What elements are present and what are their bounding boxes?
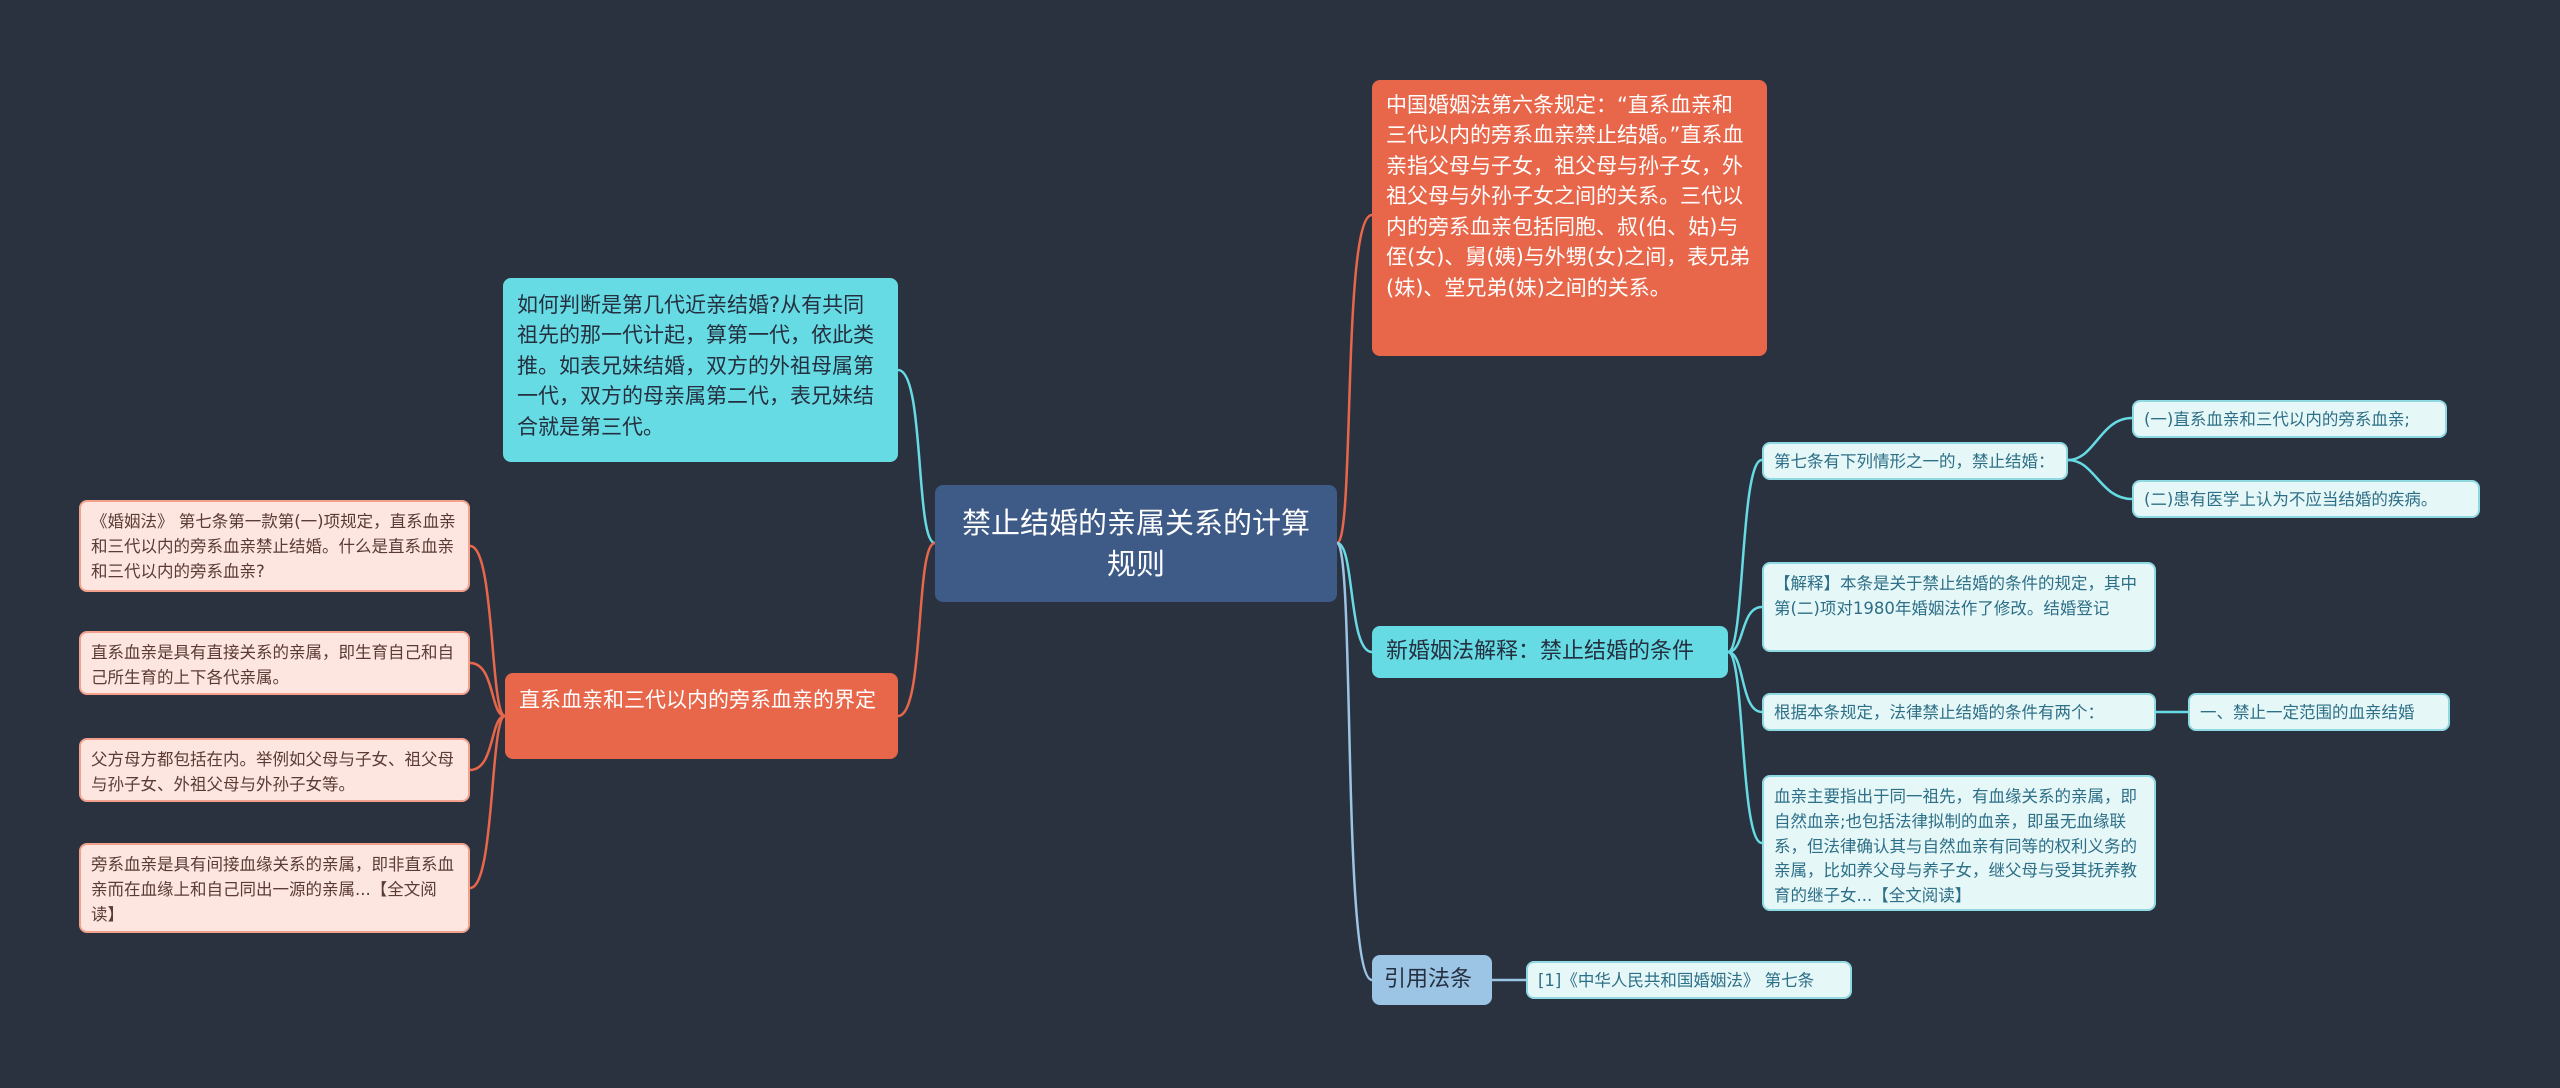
link-define-c1 [469, 544, 507, 718]
link-define-c2 [469, 661, 506, 718]
interpret-node[interactable]: 新婚姻法解释：禁止结婚的条件 [1372, 626, 1728, 678]
article6-node[interactable]: 中国婚姻法第六条规定：“直系血亲和三代以内的旁系血亲禁止结婚。”直系血亲指父母与… [1372, 80, 1767, 356]
link-interpret-blood [1727, 650, 1763, 845]
define-child-marriage-law[interactable]: 《婚姻法》 第七条第一款第(一)项规定，直系血亲和三代以内的旁系血亲禁止结婚。什… [79, 500, 470, 592]
link-root-interpret [1336, 541, 1373, 654]
link-root-judge [897, 368, 936, 545]
explain-node[interactable]: 【解释】本条是关于禁止结婚的条件的规定，其中第(二)项对1980年婚姻法作了修改… [1762, 562, 2156, 652]
define-child-collateral[interactable]: 旁系血亲是具有间接血缘关系的亲属，即非直系血亲而在血缘上和自己同出一源的亲属..… [79, 843, 470, 933]
define-relatives-node[interactable]: 直系血亲和三代以内的旁系血亲的界定 [505, 673, 898, 759]
link-root-cite [1335, 541, 1373, 982]
condition-1-node[interactable]: 一、禁止一定范围的血亲结婚 [2188, 693, 2450, 731]
link-define-c4 [469, 714, 507, 890]
article7-item-1[interactable]: (一)直系血亲和三代以内的旁系血亲; [2132, 400, 2447, 438]
article7-node[interactable]: 第七条有下列情形之一的，禁止结婚： [1762, 442, 2068, 480]
cite-ref-node[interactable]: [1]《中华人民共和国婚姻法》 第七条 [1526, 961, 1852, 999]
cite-node[interactable]: 引用法条 [1372, 955, 1492, 1005]
define-child-examples[interactable]: 父方母方都包括在内。举例如父母与子女、祖父母与孙子女、外祖父母与外孙子女等。 [79, 738, 470, 802]
blood-relative-node[interactable]: 血亲主要指出于同一祖先，有血缘关系的亲属，即自然血亲;也包括法律拟制的血亲，即虽… [1762, 775, 2156, 911]
define-child-lineal[interactable]: 直系血亲是具有直接关系的亲属，即生育自己和自己所生育的上下各代亲属。 [79, 631, 470, 695]
link-define-c3 [469, 714, 506, 772]
link-root-define [897, 541, 936, 718]
link-art7-item1 [2067, 416, 2133, 462]
link-root-article6 [1335, 213, 1373, 545]
judge-generation-node[interactable]: 如何判断是第几代近亲结婚?从有共同祖先的那一代计起，算第一代，依此类推。如表兄妹… [503, 278, 898, 462]
link-interpret-conditions [1727, 650, 1763, 714]
root-topic[interactable]: 禁止结婚的亲属关系的计算规则 [935, 485, 1337, 602]
conditions-node[interactable]: 根据本条规定，法律禁止结婚的条件有两个： [1762, 693, 2156, 731]
link-art7-item2 [2067, 458, 2133, 501]
link-interpret-art7 [1727, 458, 1763, 654]
link-interpret-explain [1727, 605, 1763, 654]
article7-item-2[interactable]: (二)患有医学上认为不应当结婚的疾病。 [2132, 480, 2480, 518]
